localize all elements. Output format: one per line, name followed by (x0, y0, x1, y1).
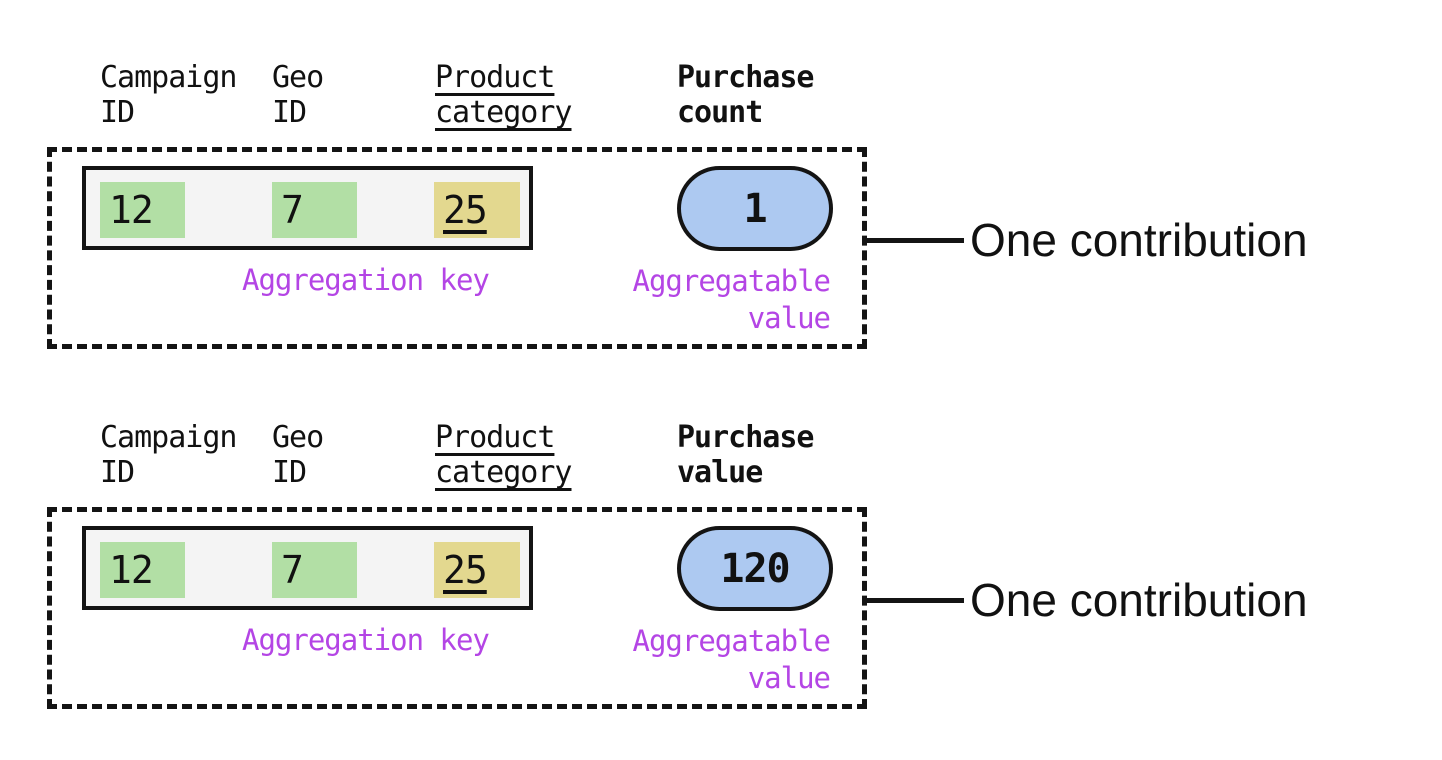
key-field-cell-product-category: 25 (434, 182, 520, 238)
column-header-line: ID (100, 455, 135, 490)
column-header-line: Geo (272, 60, 324, 95)
aggregatable-value-label-line: value (747, 661, 831, 695)
column-header-line: Campaign (100, 60, 237, 95)
aggregatable-value-pill: 120 (677, 526, 833, 611)
metric-header-line: count (677, 95, 763, 130)
aggregatable-value-label-line: value (747, 301, 831, 335)
metric-header-purchase-value: Purchase value (677, 420, 814, 490)
metric-header-line: Purchase (677, 60, 814, 95)
contribution-callout: One contribution (970, 574, 1308, 626)
column-header-geo-id: Geo ID (272, 420, 324, 490)
column-header-line: ID (272, 455, 307, 490)
connector-line (866, 598, 964, 603)
contribution-callout: One contribution (970, 214, 1308, 266)
aggregation-key-label: Aggregation key (242, 263, 490, 297)
key-field-value: 7 (281, 548, 304, 592)
column-header-line: Product (435, 420, 555, 455)
column-header-line: ID (100, 95, 135, 130)
column-header-geo-id: Geo ID (272, 60, 324, 130)
column-header-campaign-id: Campaign ID (100, 60, 237, 130)
key-field-cell-campaign: 12 (100, 542, 185, 598)
connector-line (866, 238, 964, 243)
aggregatable-value-label: Aggregatable value (530, 623, 831, 697)
aggregatable-value-label: Aggregatable value (530, 263, 831, 337)
key-field-value: 25 (443, 188, 488, 232)
column-header-line: Product (435, 60, 555, 95)
column-header-product-category: Product category (435, 420, 572, 490)
aggregatable-value-number: 120 (720, 545, 790, 592)
contribution-boundary (47, 147, 867, 349)
key-field-value: 25 (443, 548, 488, 592)
column-header-line: category (435, 95, 572, 130)
aggregatable-value-label-line: Aggregatable (632, 624, 831, 658)
metric-header-purchase-count: Purchase count (677, 60, 814, 130)
column-header-product-category: Product category (435, 60, 572, 130)
column-header-campaign-id: Campaign ID (100, 420, 237, 490)
column-header-line: category (435, 455, 572, 490)
key-field-value: 7 (281, 188, 304, 232)
key-field-cell-geo: 7 (272, 182, 357, 238)
column-header-line: ID (272, 95, 307, 130)
key-field-cell-campaign: 12 (100, 182, 185, 238)
contribution-block-purchase-count: Campaign ID Geo ID Product category Purc… (0, 0, 1442, 360)
aggregatable-value-pill: 1 (677, 166, 833, 251)
aggregation-key-label: Aggregation key (242, 623, 490, 657)
metric-header-line: value (677, 455, 763, 490)
contribution-block-purchase-value: Campaign ID Geo ID Product category Purc… (0, 360, 1442, 720)
contribution-boundary (47, 507, 867, 709)
metric-header-line: Purchase (677, 420, 814, 455)
column-header-line: Geo (272, 420, 324, 455)
key-field-value: 12 (109, 188, 154, 232)
aggregatable-value-label-line: Aggregatable (632, 264, 831, 298)
key-field-cell-geo: 7 (272, 542, 357, 598)
key-field-value: 12 (109, 548, 154, 592)
column-header-line: Campaign (100, 420, 237, 455)
key-field-cell-product-category: 25 (434, 542, 520, 598)
aggregatable-value-number: 1 (743, 185, 767, 232)
